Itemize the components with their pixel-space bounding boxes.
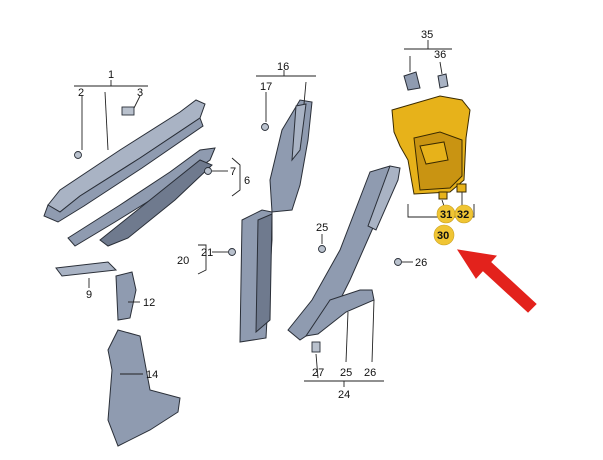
label-3: 3 — [137, 87, 143, 99]
label-17: 17 — [260, 81, 272, 93]
screw-17 — [261, 123, 269, 131]
label-9: 9 — [86, 289, 92, 301]
callout-labels: 1 2 3 7 6 9 12 14 16 17 20 21 25 26 27 2… — [78, 29, 469, 401]
label-31: 31 — [440, 209, 452, 221]
label-2: 2 — [78, 87, 84, 99]
screw-7 — [204, 167, 212, 175]
label-26-upper: 26 — [415, 257, 427, 269]
part-12-bracket — [115, 271, 137, 321]
badge-30 — [433, 224, 455, 246]
label-36: 36 — [434, 49, 446, 61]
label-27: 27 — [312, 367, 324, 379]
label-24: 24 — [338, 389, 350, 401]
highlight-badges — [433, 204, 474, 246]
label-1: 1 — [108, 69, 114, 81]
part-16-b-pillar-upper — [269, 99, 313, 213]
screw-27 — [311, 341, 321, 353]
pointer-arrow — [456, 249, 537, 313]
part-6-lower-trim — [67, 147, 216, 247]
label-16: 16 — [277, 61, 289, 73]
part-20-b-pillar-lower — [239, 209, 273, 343]
part-35-clip — [403, 71, 421, 91]
label-12: 12 — [143, 297, 155, 309]
part-32-clip — [456, 183, 467, 193]
label-25-upper: 25 — [316, 222, 328, 234]
screw-21 — [228, 248, 236, 256]
label-25-lower: 25 — [340, 367, 352, 379]
label-21: 21 — [201, 247, 213, 259]
label-30: 30 — [437, 230, 449, 242]
label-35: 35 — [421, 29, 433, 41]
part-24-c-pillar-lower — [287, 165, 401, 341]
label-6: 6 — [244, 175, 250, 187]
screw-3 — [121, 106, 135, 116]
label-32: 32 — [457, 209, 469, 221]
part-36-clip — [437, 73, 449, 89]
leader-lines — [74, 40, 475, 387]
label-14: 14 — [146, 369, 158, 381]
label-20: 20 — [177, 255, 189, 267]
part-31-clip — [438, 191, 448, 200]
fasteners — [74, 106, 402, 353]
screw-26 — [394, 258, 402, 266]
part-14-lower-panel — [107, 329, 181, 447]
part-9-cover — [55, 261, 118, 277]
badge-32 — [454, 204, 474, 224]
screw-2 — [74, 151, 82, 159]
part-1-a-pillar-trim — [43, 99, 206, 223]
label-26-lower: 26 — [364, 367, 376, 379]
screw-25 — [318, 245, 326, 253]
part-30-highlighted-trim — [391, 95, 471, 195]
label-7: 7 — [230, 166, 236, 178]
